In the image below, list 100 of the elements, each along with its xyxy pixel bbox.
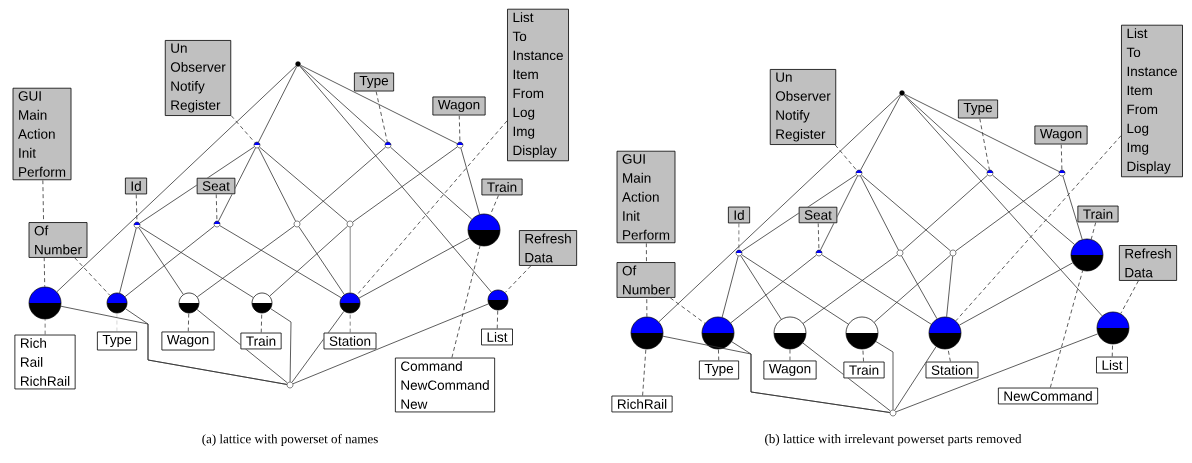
concept-circle bbox=[467, 213, 501, 247]
concept-circle bbox=[1096, 311, 1130, 345]
lattice-line bbox=[299, 65, 386, 144]
lattice-line bbox=[56, 65, 297, 293]
lattice-line bbox=[741, 174, 857, 252]
lattice-line bbox=[218, 147, 256, 222]
leader-line bbox=[44, 318, 46, 335]
lattice-line bbox=[125, 308, 288, 385]
leader-line bbox=[1060, 144, 1063, 171]
concept-circle bbox=[630, 316, 664, 350]
lattice-line bbox=[358, 237, 471, 299]
lattice-line bbox=[298, 226, 345, 295]
concept-circle bbox=[339, 292, 361, 314]
lattice-line bbox=[820, 175, 858, 251]
concept-circle bbox=[28, 286, 62, 320]
attribute-box: Id bbox=[124, 177, 148, 195]
object-box: List bbox=[481, 328, 513, 346]
attribute-box: Un Observer Notify Register bbox=[769, 69, 837, 145]
leader-line bbox=[947, 348, 951, 362]
caption: (b) lattice with irrelevant powerset parts removed bbox=[765, 434, 1022, 446]
lattice-line bbox=[196, 309, 288, 384]
lattice-line bbox=[904, 93, 1060, 172]
lattice-line bbox=[119, 227, 137, 294]
concept-circle bbox=[133, 221, 141, 229]
lattice-line bbox=[300, 64, 458, 144]
lattice-line bbox=[740, 255, 782, 320]
lattice-line bbox=[349, 226, 351, 294]
lattice-line bbox=[731, 341, 891, 413]
leader-line bbox=[451, 245, 481, 358]
attribute-box: Seat bbox=[798, 206, 838, 224]
leader-line bbox=[955, 135, 1122, 322]
lattice-line bbox=[139, 226, 254, 298]
object-box: Command NewCommand New bbox=[394, 357, 496, 413]
object-box: Station bbox=[925, 361, 979, 379]
concept-circle bbox=[701, 316, 735, 350]
leader-line bbox=[260, 312, 263, 333]
concept-circle bbox=[251, 292, 273, 314]
lattice-line bbox=[269, 225, 348, 297]
leader-line bbox=[817, 223, 820, 251]
lattice-line bbox=[219, 225, 342, 299]
leader-line bbox=[642, 348, 647, 396]
attribute-box: List To Instance Item From Log Img Display bbox=[507, 8, 569, 162]
lattice-line bbox=[861, 174, 951, 252]
lattice-line bbox=[658, 94, 901, 323]
lattice-line bbox=[299, 65, 492, 293]
lattice-line bbox=[958, 262, 1074, 326]
concept-circle bbox=[384, 141, 392, 149]
leader-line bbox=[718, 348, 720, 361]
lattice-line bbox=[875, 341, 894, 411]
lattice-line bbox=[352, 146, 458, 223]
leader-line bbox=[1090, 222, 1097, 240]
attribute-box: Train bbox=[1077, 205, 1119, 223]
leader-line bbox=[356, 120, 508, 296]
attribute-box: List To Instance Item From Log Img Display bbox=[1121, 24, 1183, 178]
leader-line bbox=[738, 223, 740, 251]
lattice-line bbox=[873, 254, 951, 323]
object-box: Rich Rail RichRail bbox=[14, 334, 76, 390]
concept-circle bbox=[735, 249, 743, 257]
lattice-line bbox=[802, 254, 898, 324]
concept-circle bbox=[986, 169, 994, 177]
object-box: Type bbox=[96, 331, 138, 351]
attribute-box: GUI Main Action Init Perform bbox=[616, 150, 676, 244]
lattice-line bbox=[258, 66, 298, 143]
lattice-line bbox=[860, 95, 902, 171]
lattice-line bbox=[903, 94, 1103, 317]
concept-circle bbox=[845, 316, 879, 350]
lattice-line bbox=[259, 146, 348, 223]
object-box: Train bbox=[843, 361, 885, 379]
leader-line bbox=[375, 91, 388, 143]
attribute-box: Wagon bbox=[432, 96, 486, 116]
concept-circle bbox=[456, 141, 464, 149]
concept-circle bbox=[106, 292, 128, 314]
concept-circle bbox=[773, 316, 807, 350]
attribute-box: Of Number bbox=[616, 262, 676, 298]
lattice-line bbox=[138, 227, 184, 295]
lattice-line bbox=[901, 255, 938, 320]
lattice-line bbox=[1062, 175, 1083, 240]
lattice-line bbox=[730, 254, 817, 324]
attribute-box: Type bbox=[354, 72, 395, 92]
attribute-box: Seat bbox=[196, 177, 236, 195]
lattice-line bbox=[390, 146, 473, 220]
concept-circle bbox=[1070, 238, 1104, 272]
concept-circle bbox=[855, 169, 863, 177]
attribute-box: Id bbox=[728, 206, 751, 224]
object-box: Type bbox=[698, 360, 740, 380]
concept-circle bbox=[928, 316, 962, 350]
lattice-line bbox=[992, 174, 1075, 245]
attribute-box: Wagon bbox=[1034, 125, 1088, 145]
lattice-line bbox=[292, 303, 489, 385]
concept-circle bbox=[487, 289, 509, 311]
object-box: NewCommand bbox=[997, 387, 1099, 405]
leader-line bbox=[789, 348, 791, 361]
lattice-line bbox=[802, 342, 891, 412]
object-box: Wagon bbox=[763, 360, 817, 380]
leader-line bbox=[834, 144, 858, 171]
lattice-line bbox=[139, 146, 255, 224]
concept-circle bbox=[178, 292, 200, 314]
lattice-line bbox=[894, 346, 937, 411]
attribute-box: Type bbox=[957, 99, 999, 119]
caption: (a) lattice with powerset of names bbox=[202, 434, 378, 446]
